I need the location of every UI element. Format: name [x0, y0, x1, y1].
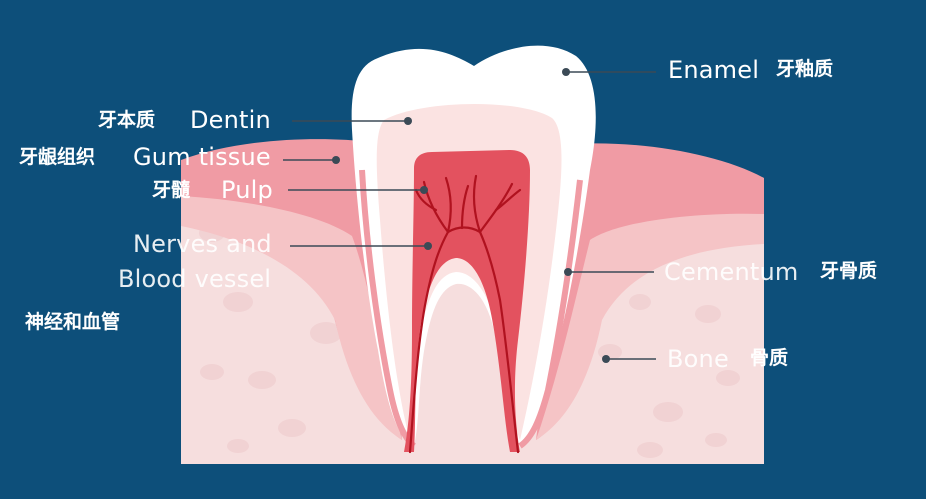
label-pulp-en: Pulp [221, 176, 273, 204]
label-nerves-zh: 神经和血管 [25, 311, 121, 333]
label-enamel-en: Enamel [668, 56, 760, 84]
label-bone-zh: 骨质 [750, 347, 789, 369]
gum-left-inner [181, 196, 402, 440]
label-dentin-en: Dentin [190, 106, 271, 134]
label-nerves-en-line2: Blood vessel [118, 265, 272, 293]
cementum-left [359, 169, 417, 449]
leader-lines [283, 71, 656, 360]
label-gum-zh: 牙龈组织 [19, 146, 96, 168]
label-gum-en: Gum tissue [133, 143, 271, 171]
label-dentin-zh: 牙本质 [98, 109, 156, 131]
leader-dots [332, 68, 610, 363]
cementum-right [518, 179, 583, 449]
nerves-and-vessels [408, 174, 522, 454]
label-bone-en: Bone [667, 345, 729, 373]
label-cementum-en: Cementum [664, 258, 799, 286]
tooth-pulp [404, 150, 530, 452]
label-enamel-zh: 牙釉质 [776, 58, 834, 80]
gum-right-inner [536, 213, 764, 440]
label-nerves-en-line1: Nerves and [133, 230, 272, 258]
label-cementum-zh: 牙骨质 [820, 260, 878, 282]
label-pulp-zh: 牙髓 [152, 179, 191, 201]
